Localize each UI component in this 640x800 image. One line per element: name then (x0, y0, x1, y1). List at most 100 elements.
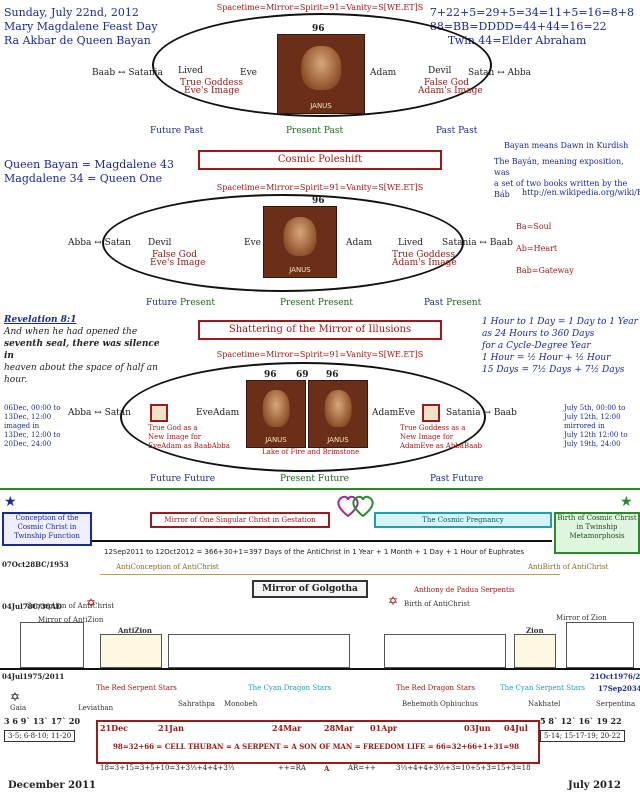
mirror-zion-label: Mirror of Zion (556, 614, 607, 622)
footer-date-24mar: 24Mar (272, 723, 301, 733)
bayan-meaning: Bayan means Dawn in Kurdish (504, 140, 628, 152)
panel1-bottom-mid: Present Past (286, 126, 343, 136)
ophiuchus-label: Ophiuchus (440, 700, 478, 708)
panel3-bottom-left: Future Future (150, 474, 215, 484)
dates-left-4: 13Dec, 12:00 to (4, 431, 60, 440)
conception-antichrist-label: Conception of AntiChrist (26, 602, 114, 610)
birth-box: Birth of Cosmic Christ in Twinship Metam… (554, 512, 640, 554)
panel3-right-sub3: AdamEve as AbbaBaab (400, 442, 482, 451)
panel1-formula: Spacetime=Mirror=Spirit=91=Vanity=S[WE.E… (180, 3, 460, 12)
days-line: 12Sep2011 to 12Oct2012 = 366+30+1=397 Da… (104, 548, 524, 556)
star-icon-left: ★ (4, 494, 17, 510)
footer-ar: AR=++ (348, 764, 376, 772)
antizion-cell (100, 634, 162, 668)
dates-right-3: mirrored in (564, 422, 628, 431)
zion-label: Zion (526, 626, 544, 635)
bayan-url-link[interactable]: http://en.wikipedia.org/wiki/Bayan (522, 188, 640, 197)
right-date-1: 21Oct1976/2012 (590, 672, 640, 681)
hours-line-3: for a Cycle-Degree Year (482, 340, 638, 352)
conception-box: Conception of the Cosmic Christ in Twins… (2, 512, 92, 546)
janus-bust-image-2 (263, 206, 337, 278)
panel3-bottom-mid: Present Future (280, 474, 349, 484)
month-left: December 2011 (8, 780, 96, 791)
dates-right-1: July 5th, 00:00 to (564, 404, 628, 413)
footer-date-03jun: 03Jun (464, 723, 491, 733)
star-icon-birth: ✡ (388, 594, 398, 608)
footer-date-21dec: 21Dec (100, 723, 128, 733)
antibirth-label: AntiBirth of AntiChrist (528, 563, 608, 571)
panel1-eve: Eve (240, 68, 257, 78)
panel1-right-word: Devil (428, 66, 451, 76)
hours-line-5: 15 Days = 7½ Days + 7½ Days (482, 364, 638, 376)
timeline-axis (0, 668, 640, 670)
dates-left-2: 13Dec, 12:00 (4, 413, 60, 422)
panel2-top-number: 96 (312, 196, 325, 206)
panel3-left-sub: True God as a New Image for EveAdam as B… (148, 424, 230, 451)
panel3-right-sub2: New Image for (400, 433, 482, 442)
panel3-left-sub3: EveAdam as BaabAbba (148, 442, 230, 451)
footer-left-nums-1: 3 6 9` 13` 17` 20 (4, 716, 80, 726)
footer-right-nums-1: 5 8` 12` 16` 19 22 (540, 716, 622, 726)
shattering-title: Shattering of the Mirror of Illusions (198, 320, 442, 340)
dates-left-1: 06Dec, 00:00 to (4, 404, 60, 413)
footer-date-28mar: 28Mar (324, 723, 353, 733)
panel1-adam: Adam (370, 68, 396, 78)
left-bottom-date: 04Jul1975/2011 (2, 672, 64, 681)
panel2-adam: Adam (346, 238, 372, 248)
panel2-bottom-left: Future Present (146, 298, 215, 308)
panel2-eve: Eve (244, 238, 261, 248)
left-mirror-shard-icon (150, 404, 168, 422)
numerology-line-2: 88=BB=DDDD=44+44=16=22 (430, 20, 634, 34)
timeline-cell (566, 622, 634, 668)
footer-ra: ++=RA (278, 764, 306, 772)
footer-left-nums-2: 3-5; 6-8-10; 11-20 (4, 730, 75, 742)
timeline-cell (384, 634, 506, 668)
left-date-1: 07Oct28BC/1953 (2, 560, 69, 569)
antichrist-line (100, 574, 560, 575)
panel1-right-sub2: Adam's Image (418, 86, 483, 96)
behemoth-label: Behemoth (402, 700, 438, 708)
footer-calc-1: 18=3+15=3+5+10=3+3⅓+4+4+3⅓ (100, 764, 235, 772)
star-icon-conception: ✡ (86, 596, 96, 610)
panel3-eveadam: EveAdam (196, 408, 239, 418)
panel2-bottom-left-a: Future (146, 298, 177, 308)
panel1-left-word: Lived (178, 66, 203, 76)
bayan-desc-1: The Bayán, meaning exposition, was (494, 156, 640, 178)
right-mirror-shard-icon (422, 404, 440, 422)
hour-day-notes: 1 Hour to 1 Day = 1 Day to 1 Year as 24 … (482, 316, 638, 376)
footer-date-21jan: 21Jan (158, 723, 184, 733)
cosmic-poleshift-title: Cosmic Poleshift (198, 150, 442, 170)
panel3-right-sub1: True Goddess as a (400, 424, 482, 433)
panel2-bottom-mid-a: Present (280, 298, 315, 308)
revelation-quote: Revelation 8:1 And when he had opened th… (4, 314, 164, 386)
panel3-dates-left: 06Dec, 00:00 to 13Dec, 12:00 imaged in 1… (4, 404, 60, 449)
panel2-bottom-right-b: Present (446, 298, 481, 308)
panel2-left-word: Devil (148, 238, 171, 248)
footer-right-nums-2: 5-14; 15-17-19; 20-22 (540, 730, 625, 742)
queen-bayan-line2: Magdalene 34 = Queen One (4, 172, 174, 186)
cosmic-pregnancy-box: The Cosmic Pregnancy (374, 512, 552, 528)
sahrathpa-label: Sahrathpa (178, 700, 215, 708)
footer-date-01apr: 01Apr (370, 723, 397, 733)
panel2-left-outer: Abba ↔ Satan (68, 238, 131, 248)
queen-bayan-line1: Queen Bayan = Magdalene 43 (4, 158, 174, 172)
lake-of-fire: Lake of Fire and Brimstone (262, 448, 359, 456)
bab-definitions: Ba=Soul Ab=Heart Bab=Gateway (516, 216, 574, 282)
monobeh-label: Monobeh (224, 700, 257, 708)
panel1-left-sub2: Eve's Image (184, 86, 239, 96)
panel1-top-number: 96 (312, 24, 325, 34)
panel1-bottom-left: Future Past (150, 126, 203, 136)
janus-bust-image (277, 34, 365, 114)
revelation-title: Revelation 8:1 (4, 314, 164, 326)
star-icon-gaia: ✡ (10, 690, 20, 704)
twin-hearts-icon (336, 494, 376, 518)
panel3-bottom-right: Past Future (430, 474, 483, 484)
panel2-right-word: Lived (398, 238, 423, 248)
revelation-text-3: heaven about the space of half an (4, 362, 164, 374)
panel2-bottom-right-a: Past (424, 298, 443, 308)
ra-line: Ra Akbar de Queen Bayan (4, 34, 158, 48)
dates-left-3: imaged in (4, 422, 60, 431)
panel2-left-sub2: Eve's Image (150, 258, 205, 268)
panel2-bottom-mid-b: Present (318, 298, 353, 308)
footer-a: A (324, 764, 329, 773)
